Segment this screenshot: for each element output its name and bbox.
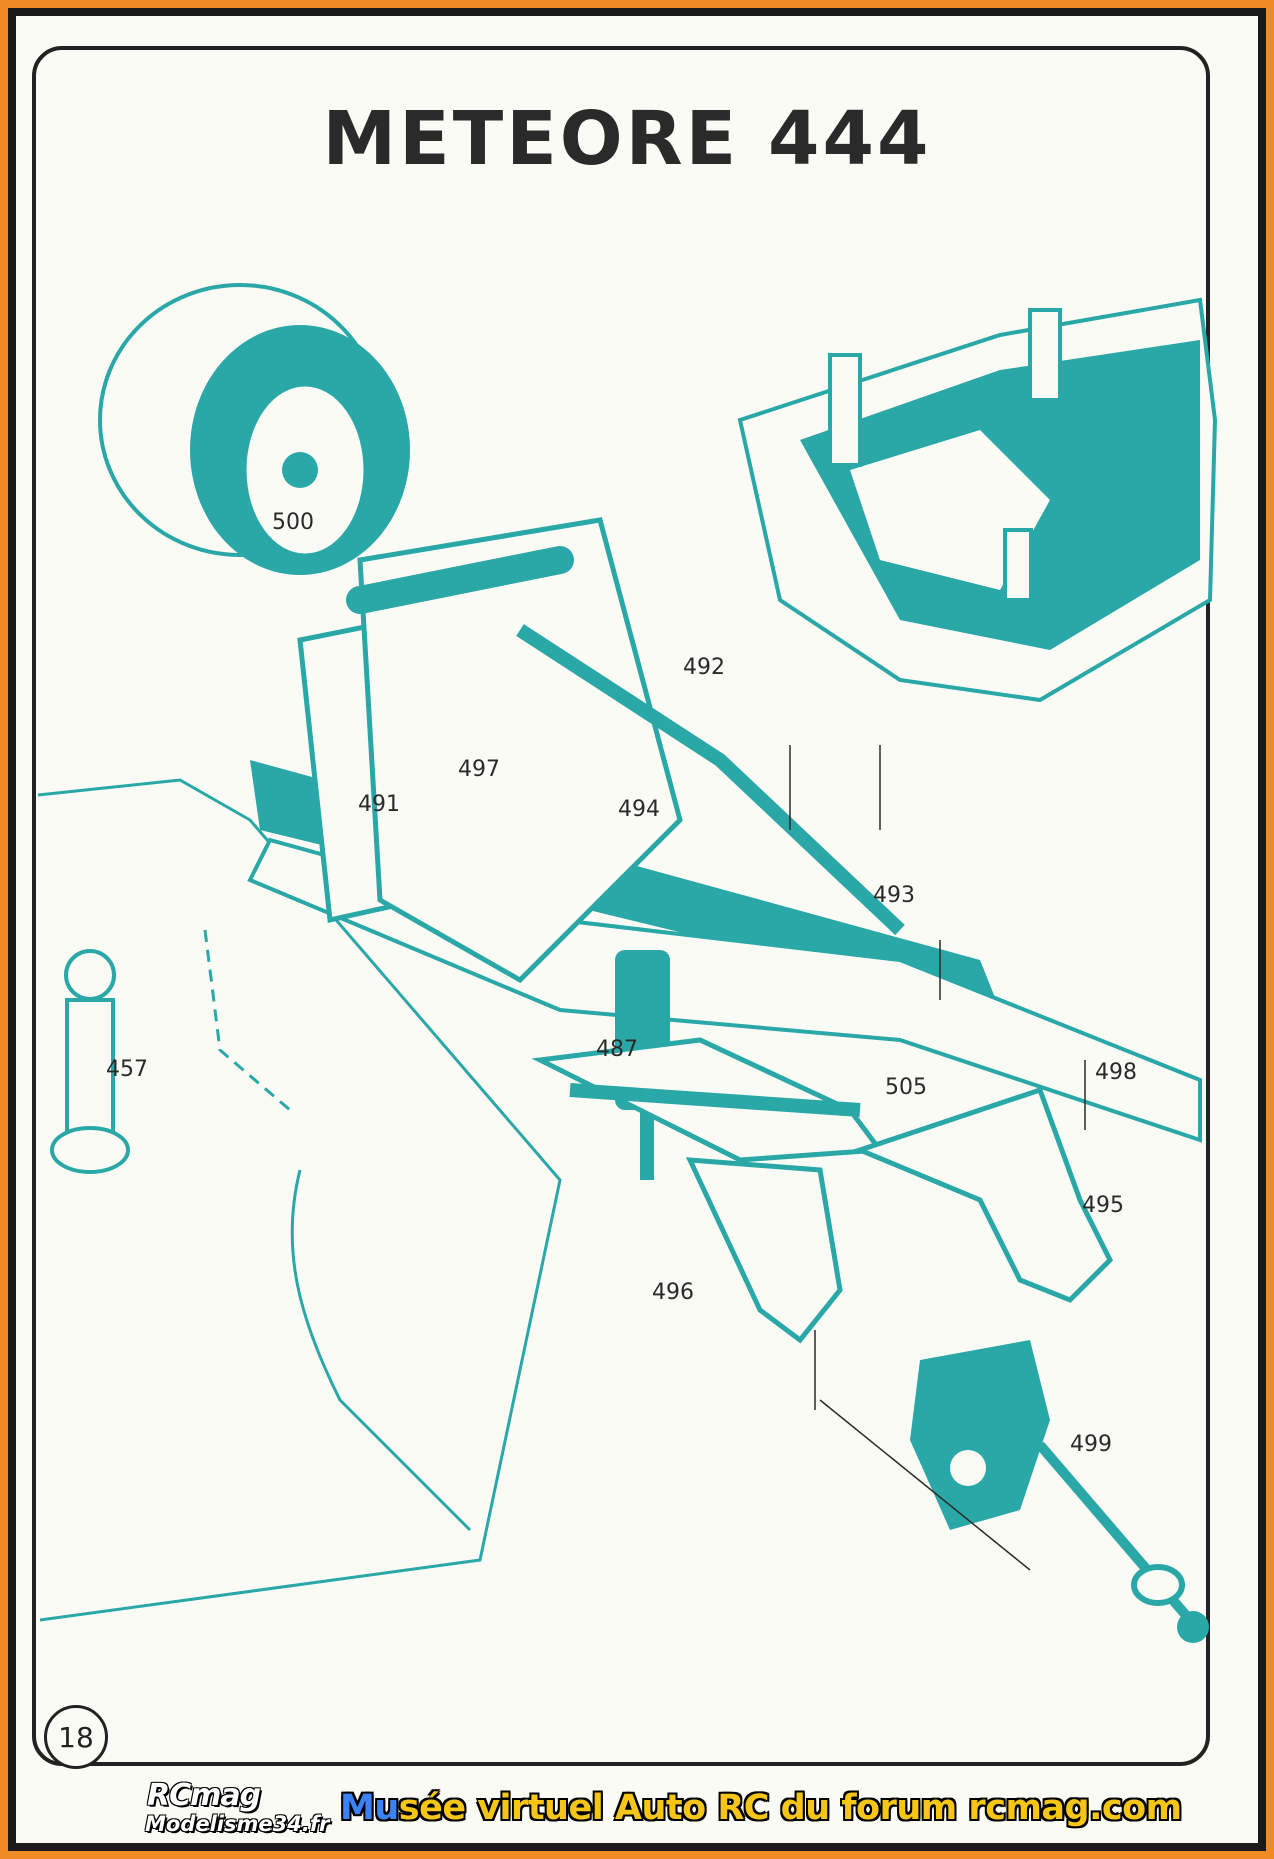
callout-499: 499 <box>1070 1432 1112 1457</box>
callout-487: 487 <box>596 1037 638 1062</box>
callout-494: 494 <box>618 797 660 822</box>
leader-lines <box>789 745 1086 1571</box>
main-chassis-frame <box>737 297 1218 703</box>
page-number-text: 18 <box>58 1720 94 1754</box>
logo-rcmag-text: RCmag <box>147 1778 261 1813</box>
callout-457: 457 <box>106 1057 148 1082</box>
chassis-plate <box>37 778 562 1622</box>
logo-site-text: Modelisme34.fr <box>145 1812 330 1836</box>
rear-wheel <box>98 283 410 575</box>
footer-banner: Musée virtuel Auto RC du forum rcmag.com <box>340 1788 1182 1828</box>
banner-text: sée virtuel Auto RC du forum rcmag.com <box>398 1788 1182 1828</box>
callout-505: 505 <box>885 1075 927 1100</box>
banner-accent: Mu <box>340 1788 399 1828</box>
upright-hub <box>910 1340 1209 1643</box>
rcmag-logo: RCmag Modelisme34.fr <box>145 1778 335 1850</box>
callout-493: 493 <box>873 883 915 908</box>
callout-498: 498 <box>1095 1060 1137 1085</box>
callout-497: 497 <box>458 757 500 782</box>
page-number: 18 <box>44 1705 108 1769</box>
lower-wishbone <box>531 1037 1114 1344</box>
page-title: METEORE 444 <box>322 96 932 182</box>
callout-495: 495 <box>1082 1193 1124 1218</box>
callout-491: 491 <box>358 792 400 817</box>
front-arm-assembly <box>247 517 1202 1143</box>
callout-492: 492 <box>683 655 725 680</box>
callout-496: 496 <box>652 1280 694 1305</box>
body-post-clip <box>50 949 130 1174</box>
callout-500: 500 <box>272 510 314 535</box>
page-frame <box>32 46 1210 1766</box>
